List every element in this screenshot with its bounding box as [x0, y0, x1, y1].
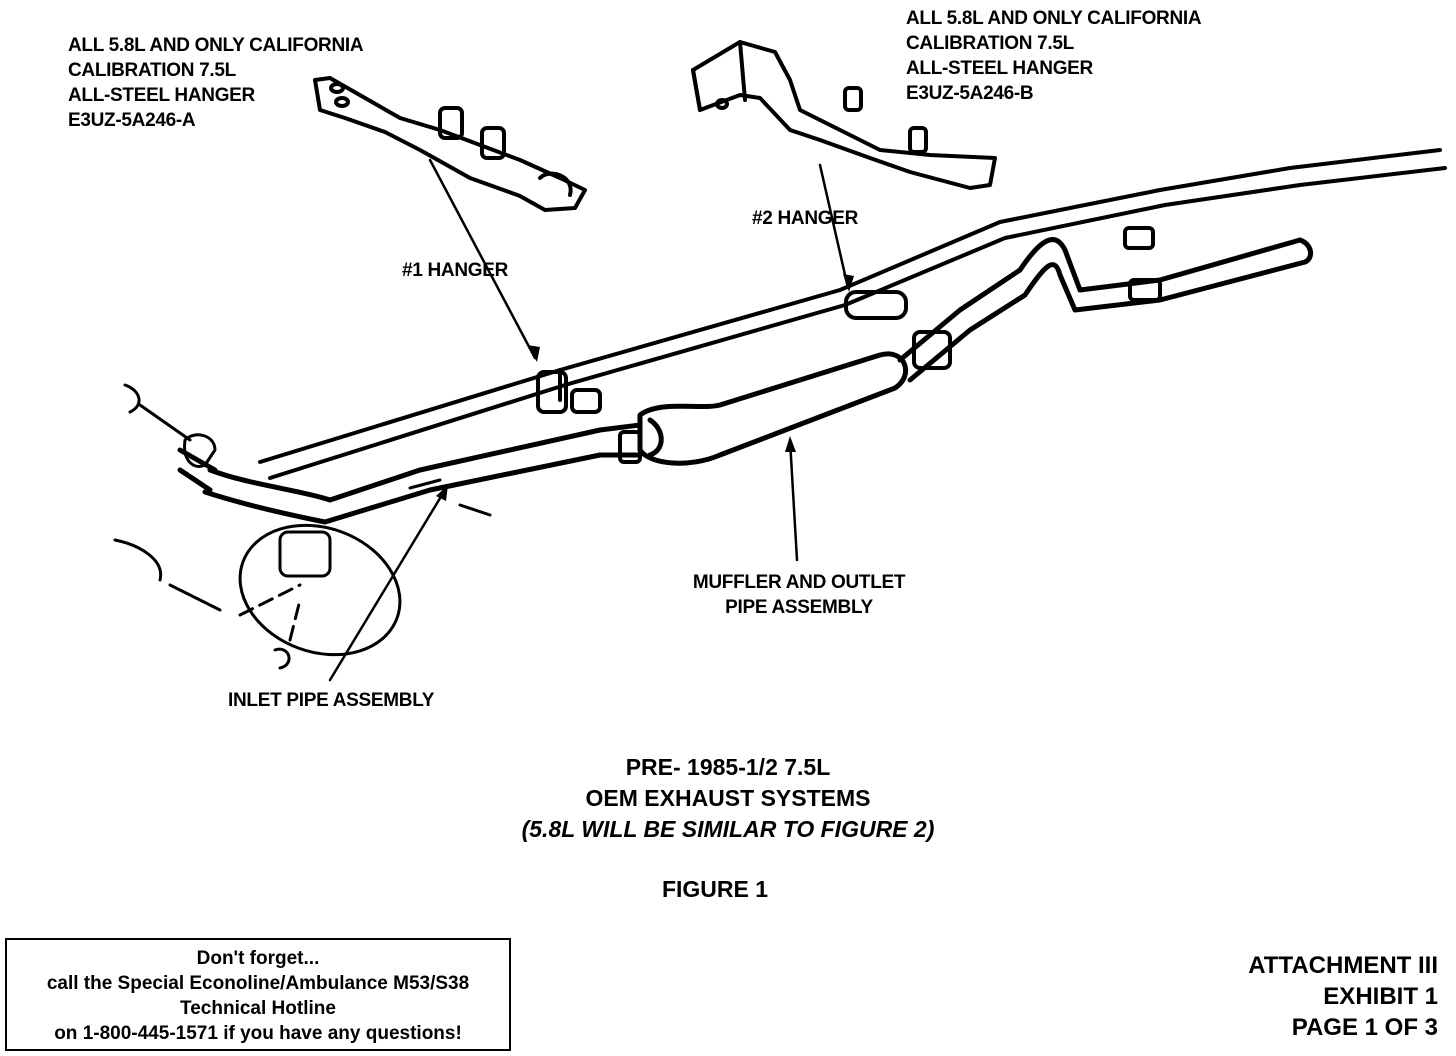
- hotline-line-3: Technical Hotline: [180, 998, 336, 1019]
- attachment-line-3: PAGE 1 OF 3: [1291, 1014, 1438, 1041]
- muffler-line-1: MUFFLER AND OUTLET: [692, 572, 906, 593]
- hanger-clamps: [536, 226, 1162, 464]
- attachment-block: ATTACHMENT III EXHIBIT 1 PAGE 1 OF 3: [1248, 950, 1438, 1043]
- figure-label: FIGURE 1: [661, 876, 769, 902]
- hotline-line-1: Don't forget...: [196, 948, 320, 969]
- hanger-b-illustration: [691, 40, 997, 190]
- hanger-b-line-3: ALL-STEEL HANGER: [906, 58, 1093, 79]
- hanger-a-line-1: ALL 5.8L AND ONLY CALIFORNIA: [68, 35, 364, 56]
- caption-line-1: PRE- 1985-1/2 7.5L: [625, 754, 831, 780]
- hanger-a-illustration: [313, 76, 587, 212]
- hanger-1-label: #1 HANGER: [402, 260, 509, 281]
- attachment-line-2: EXHIBIT 1: [1323, 983, 1438, 1010]
- frame-rail: [258, 148, 1447, 480]
- muffler: [637, 351, 909, 466]
- caption-line-2: OEM EXHAUST SYSTEMS: [585, 785, 871, 811]
- hanger-a-line-3: ALL-STEEL HANGER: [68, 85, 255, 106]
- inlet-pipe: [177, 422, 643, 525]
- hotline-box: Don't forget... call the Special Econoli…: [5, 938, 511, 1051]
- hanger-b-line-1: ALL 5.8L AND ONLY CALIFORNIA: [906, 8, 1202, 29]
- leader-lines: [328, 158, 850, 682]
- muffler-line-2: PIPE ASSEMBLY: [725, 597, 873, 618]
- hanger-2-label: #2 HANGER: [752, 208, 859, 229]
- hanger-b-line-2: CALIBRATION 7.5L: [906, 33, 1074, 54]
- hotline-line-4: on 1-800-445-1571 if you have any questi…: [54, 1023, 462, 1044]
- leader-arrows: [436, 274, 854, 501]
- hanger-a-line-2: CALIBRATION 7.5L: [68, 60, 236, 81]
- caption-line-3: (5.8L WILL BE SIMILAR TO FIGURE 2): [521, 816, 935, 842]
- outlet-pipe: [897, 237, 1314, 383]
- hotline-line-2: call the Special Econoline/Ambulance M53…: [46, 973, 470, 994]
- attachment-line-1: ATTACHMENT III: [1248, 952, 1438, 979]
- hanger-b-callout: ALL 5.8L AND ONLY CALIFORNIA CALIBRATION…: [906, 6, 1202, 106]
- inlet-pipe-label: INLET PIPE ASSEMBLY: [228, 690, 435, 711]
- inlet-detail-inset: [238, 523, 402, 670]
- muffler-callout: MUFFLER AND OUTLET PIPE ASSEMBLY: [679, 570, 919, 620]
- hanger-b-line-4: E3UZ-5A246-B: [906, 83, 1034, 104]
- hanger-a-callout: ALL 5.8L AND ONLY CALIFORNIA CALIBRATION…: [68, 33, 364, 133]
- hanger-a-line-4: E3UZ-5A246-A: [68, 110, 196, 131]
- manifold-studs: [113, 383, 492, 612]
